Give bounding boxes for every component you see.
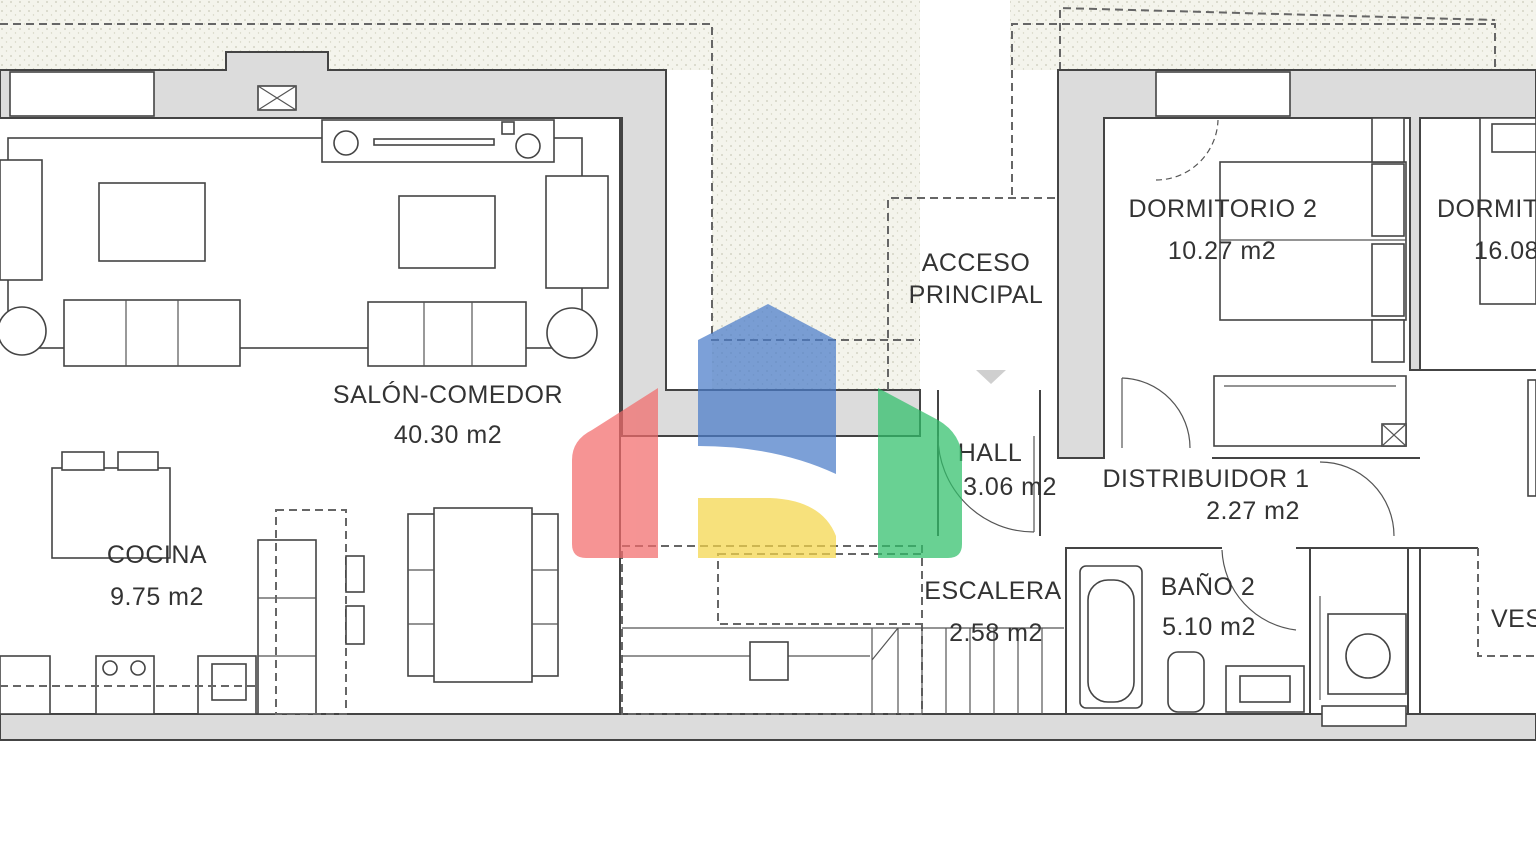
- vestidor-area: [1477, 548, 1536, 657]
- bano2-area: 5.10 m2: [1162, 613, 1256, 641]
- dining-kitchen-furniture: [0, 451, 559, 715]
- cocina-area: 9.75 m2: [110, 583, 204, 611]
- acceso-name-line2: PRINCIPAL: [909, 281, 1044, 309]
- salon-area: 40.30 m2: [394, 421, 502, 449]
- living-furniture: [0, 119, 609, 367]
- distribuidor-name: DISTRIBUIDOR 1: [1102, 465, 1309, 493]
- room-labels: SALÓN-COMEDOR 40.30 m2 COCINA 9.75 m2 AC…: [107, 195, 1536, 647]
- dormitorio2-name: DORMITORIO 2: [1129, 195, 1318, 223]
- bano2-name: BAÑO 2: [1161, 572, 1256, 601]
- salon-name: SALÓN-COMEDOR: [333, 380, 563, 409]
- vestidor-partial-name: VES: [1491, 605, 1536, 633]
- staircase: [621, 545, 1064, 715]
- company-logo-watermark: [572, 304, 962, 558]
- hall-area: 3.06 m2: [963, 473, 1057, 501]
- distribuidor-area: 2.27 m2: [1206, 497, 1300, 525]
- dormitorio2-area: 10.27 m2: [1168, 237, 1276, 265]
- escalera-name: ESCALERA: [924, 577, 1061, 605]
- entrance-area: [887, 197, 1058, 390]
- dormitorio-partial-name: DORMIT: [1437, 195, 1536, 223]
- cocina-name: COCINA: [107, 541, 207, 569]
- exterior-terrace: [0, 0, 1536, 390]
- escalera-area: 2.58 m2: [949, 619, 1043, 647]
- bathroom-fixtures: [1079, 565, 1407, 727]
- bedroom-furniture: [1213, 117, 1536, 497]
- dormitorio-partial-area: 16.08: [1474, 237, 1536, 265]
- hall-name: HALL: [958, 439, 1023, 467]
- acceso-name-line1: ACCESO: [922, 249, 1031, 277]
